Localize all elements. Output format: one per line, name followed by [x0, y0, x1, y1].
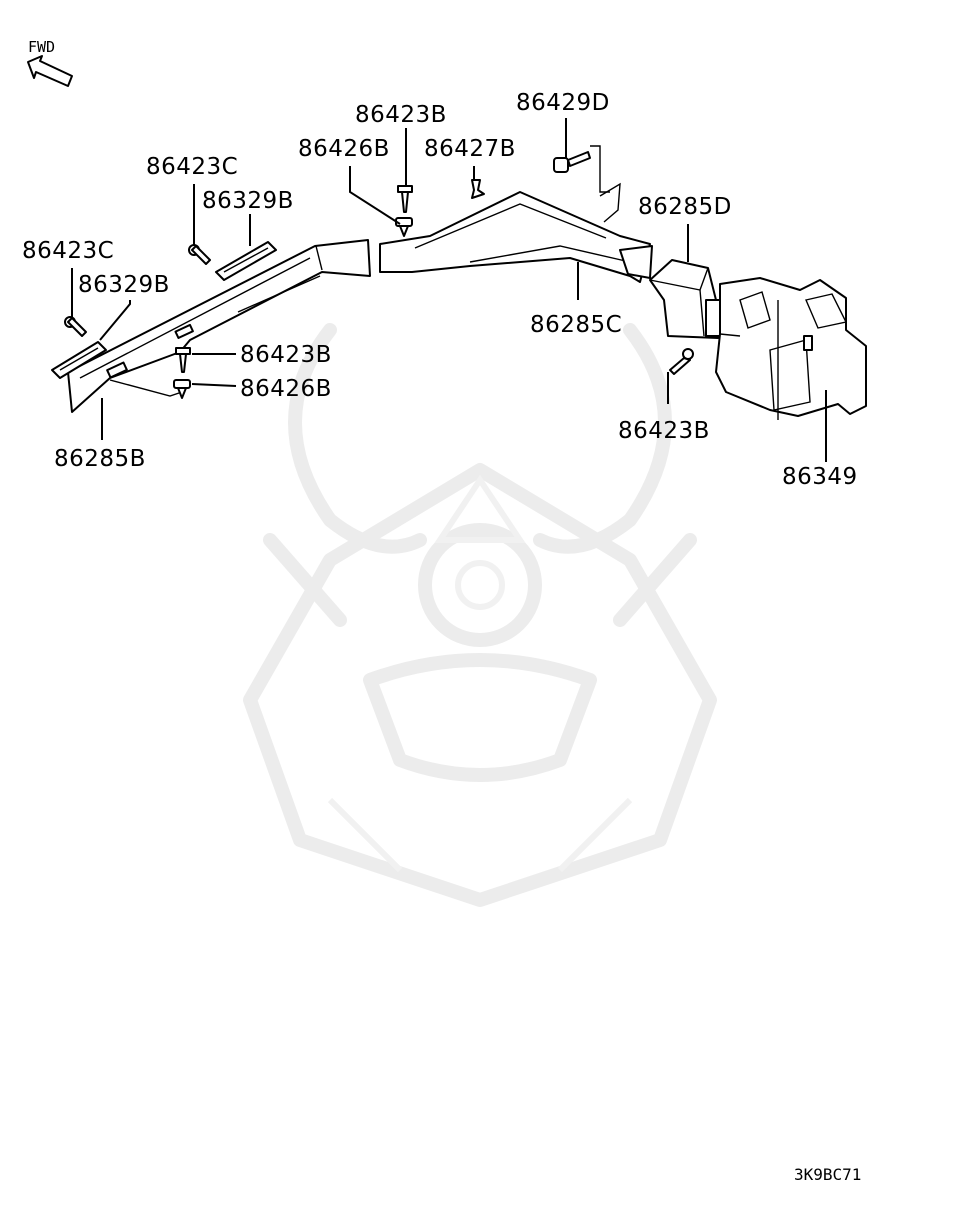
diagram-code: 3K9BC71 [794, 1165, 861, 1184]
label-86349: 86349 [782, 464, 858, 490]
label-86329B-left: 86329B [78, 272, 170, 298]
clip-86427B [471, 179, 485, 199]
label-86423B-top: 86423B [355, 102, 447, 128]
label-86423B-right: 86423B [618, 418, 710, 444]
part-86349-unit [715, 277, 867, 420]
screw-86423C-upper [188, 244, 211, 265]
label-86285C: 86285C [530, 312, 622, 338]
fwd-label: FWD [28, 38, 55, 56]
part-labels: 86423B 86426B 86427B 86429D 86423C 86329… [22, 90, 858, 490]
watermark-emblem [243, 323, 717, 907]
bolt-86429D [553, 151, 591, 173]
label-86423C-upper: 86423C [146, 154, 238, 180]
screw-86423B-mid [175, 347, 191, 373]
fwd-arrow-icon [27, 55, 73, 87]
label-86429D: 86429D [516, 90, 610, 116]
part-86285B-duct [67, 239, 371, 413]
label-86329B-upper: 86329B [202, 188, 294, 214]
screw-86423B-right [669, 348, 694, 375]
screw-86423C-left [64, 316, 87, 337]
clip-86426B-mid [173, 379, 191, 399]
part-86329B-pad-upper [215, 241, 277, 281]
label-86285B: 86285B [54, 446, 146, 472]
label-86423C-left: 86423C [22, 238, 114, 264]
screw-86423B-top [397, 185, 413, 213]
label-86426B-mid: 86426B [240, 376, 332, 402]
label-86426B-top: 86426B [298, 136, 390, 162]
label-86427B: 86427B [424, 136, 516, 162]
part-86285D-connector [649, 259, 721, 339]
part-86285C-duct [379, 182, 653, 283]
label-86285D: 86285D [638, 194, 732, 220]
clip-86426B-top [395, 217, 413, 237]
label-86423B-mid: 86423B [240, 342, 332, 368]
leader-lines [71, 118, 827, 462]
part-86329B-pad-left [51, 341, 107, 379]
fwd-indicator: FWD [27, 38, 73, 87]
